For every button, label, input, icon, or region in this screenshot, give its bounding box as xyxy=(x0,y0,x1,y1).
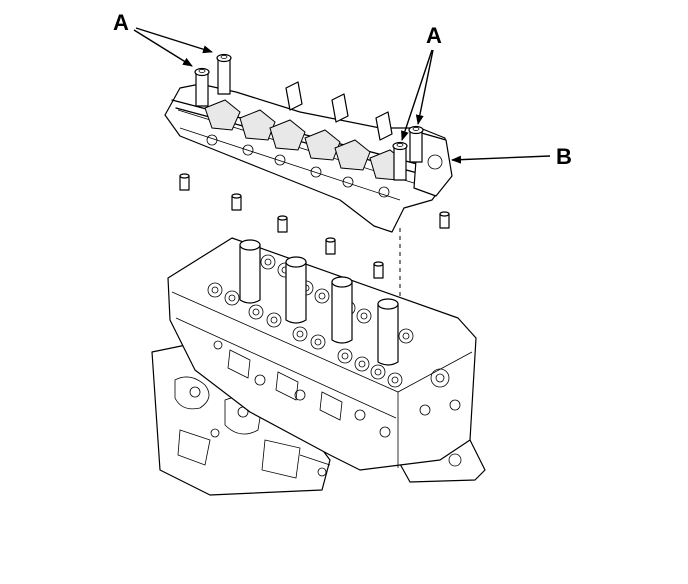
leader-line xyxy=(401,49,433,141)
cylinder-head xyxy=(167,237,477,471)
spark-plug-tubes xyxy=(239,239,399,366)
dowel-pin xyxy=(439,211,450,229)
rocker-springs xyxy=(206,134,390,198)
leader-line xyxy=(451,155,551,164)
dowel-pin xyxy=(325,237,336,255)
leader-line xyxy=(133,29,193,67)
bolt xyxy=(194,67,210,107)
dowel-pins xyxy=(179,173,450,279)
callout-a-left: A xyxy=(113,10,213,67)
end-holder xyxy=(413,131,453,197)
bolt xyxy=(408,125,424,163)
callout-a-right: A xyxy=(401,23,442,141)
bolts-right xyxy=(392,125,424,181)
dowel-pin xyxy=(231,193,242,211)
callout-b: B xyxy=(451,144,572,169)
bolts-left xyxy=(194,53,232,107)
callout-label-a-left: A xyxy=(113,10,129,35)
callout-label-b: B xyxy=(556,144,572,169)
dowel-pin xyxy=(373,261,384,279)
dowel-pin xyxy=(179,173,190,191)
bolt xyxy=(392,141,408,181)
callout-label-a-right: A xyxy=(426,23,442,48)
leader-line xyxy=(415,49,434,125)
dowel-pin xyxy=(277,215,288,233)
leader-line xyxy=(135,27,213,54)
rocker-arm-assembly xyxy=(164,81,453,233)
bolt xyxy=(216,53,232,95)
